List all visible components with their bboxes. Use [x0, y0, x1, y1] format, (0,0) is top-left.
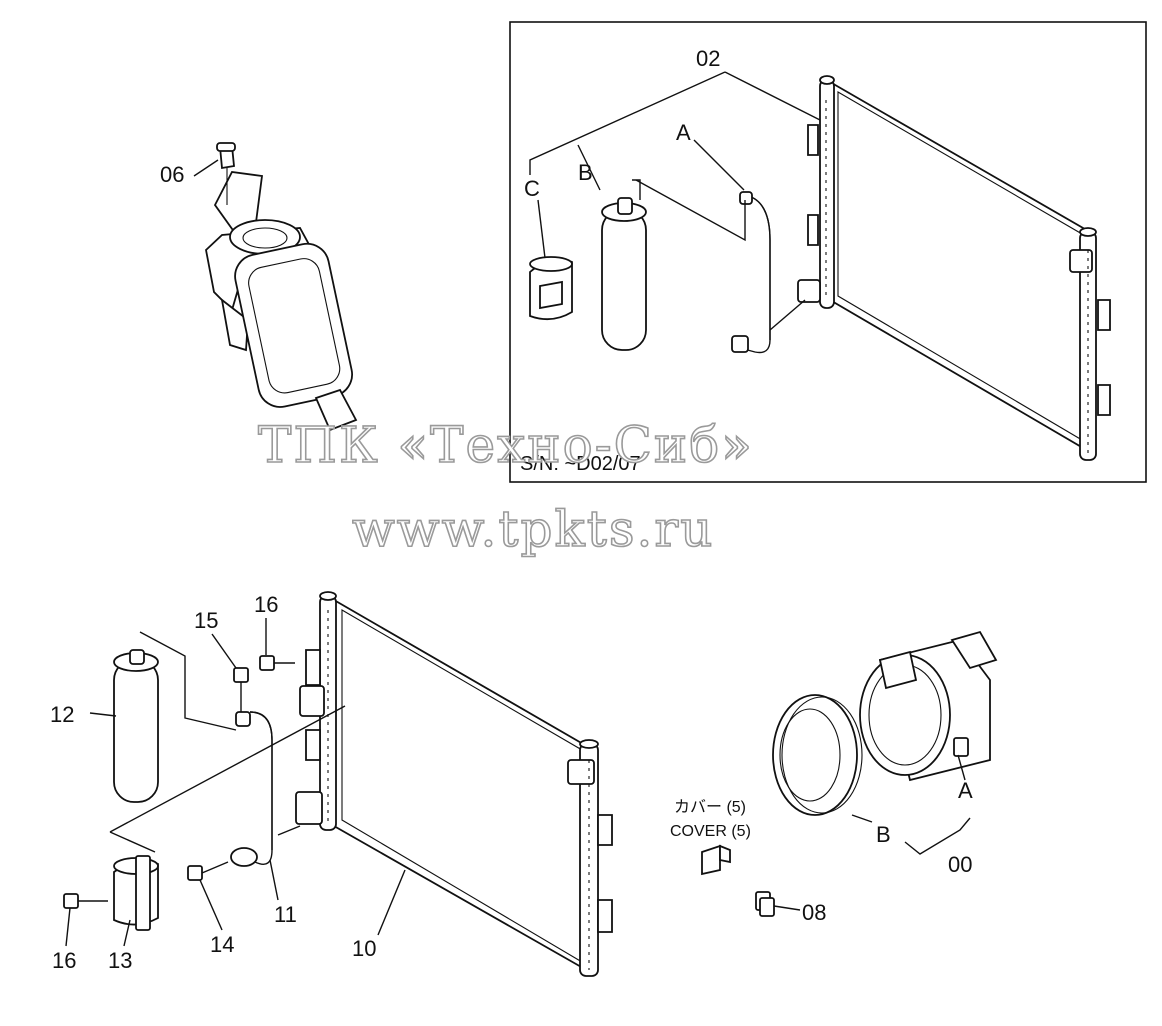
pipe-11	[230, 711, 273, 867]
cover-part	[701, 844, 731, 876]
inset-leaders	[529, 71, 821, 259]
inset-receiver-dryer	[601, 179, 647, 351]
label-00: 00	[948, 852, 972, 877]
label-b-inset: B	[578, 160, 593, 185]
bracket-assembly	[205, 142, 358, 432]
bracket-13	[113, 855, 159, 931]
bolts	[63, 655, 295, 909]
inset-frame	[509, 21, 1147, 483]
receiver-dryer-12	[113, 649, 159, 803]
label-15: 15	[194, 608, 218, 633]
label-16-top: 16	[254, 592, 278, 617]
serial-number-note: S/N: ~D02/07	[520, 453, 641, 475]
label-13: 13	[108, 948, 132, 973]
inset-pipe-a	[731, 191, 806, 354]
main-leaders	[89, 631, 406, 936]
label-16-bottom: 16	[52, 948, 76, 973]
label-c-inset: C	[524, 176, 540, 201]
label-06: 06	[160, 162, 184, 187]
label-11: 11	[274, 902, 297, 927]
label-10: 10	[352, 936, 376, 961]
part-08	[755, 891, 801, 917]
watermark-company: ТПК «Техно-Сиб»	[258, 416, 754, 474]
compressor-assembly	[772, 630, 998, 816]
inset-condenser	[797, 75, 1111, 461]
label-12: 12	[50, 702, 74, 727]
label-b-compressor: B	[876, 822, 891, 847]
cover-label-en: COVER (5)	[670, 823, 751, 840]
label-14: 14	[210, 932, 234, 957]
label-02: 02	[696, 46, 720, 71]
label-a-inset: A	[676, 120, 691, 145]
watermark-url: www.tpkts.ru	[352, 500, 715, 558]
compressor-leaders	[851, 754, 971, 855]
main-condenser	[295, 591, 613, 977]
inset-bracket	[529, 256, 573, 321]
label-08: 08	[802, 900, 826, 925]
cover-label-jp: カバー (5)	[674, 799, 746, 816]
label-a-compressor: A	[958, 778, 973, 803]
